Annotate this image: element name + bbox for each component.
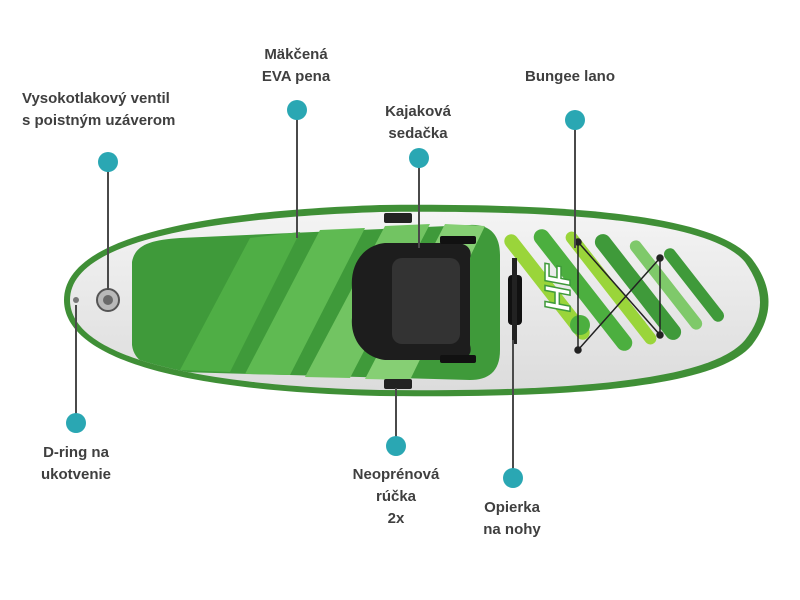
seat-callout-label: Kajaková sedačka xyxy=(372,101,464,145)
footrest-leader-line xyxy=(512,340,514,475)
d-ring-icon xyxy=(73,297,79,303)
brand-logo: HF xyxy=(536,262,579,312)
handle-strap-icon xyxy=(384,213,412,223)
handle-leader-line xyxy=(395,388,397,443)
dring-label-line2: ukotvenie xyxy=(40,466,112,483)
handle-label-line2: rúčka xyxy=(375,488,417,505)
svg-text:HF: HF xyxy=(537,263,578,312)
foam-leader-line xyxy=(296,118,298,238)
seat-label-line1: Kajaková xyxy=(385,103,451,120)
handle-callout-dot xyxy=(386,436,406,456)
dring-leader-line xyxy=(75,305,77,415)
foam-label-line2: EVA pena xyxy=(261,68,331,85)
handle-strap-icon xyxy=(384,379,412,389)
dring-callout-dot xyxy=(66,413,86,433)
footrest-callout-label: Opierka na nohy xyxy=(466,497,558,541)
seat-callout-dot xyxy=(409,148,429,168)
seat-leader-line xyxy=(418,166,420,248)
handle-label-line3: 2x xyxy=(387,510,405,527)
footrest-icon xyxy=(512,258,517,344)
dring-callout-label: D-ring na ukotvenie xyxy=(30,442,122,486)
valve-callout-dot xyxy=(98,152,118,172)
valve-label-line2: s poistným uzáverom xyxy=(22,112,176,129)
footrest-label-line2: na nohy xyxy=(483,521,541,538)
valve-icon xyxy=(96,288,120,312)
valve-leader-line xyxy=(107,170,109,290)
valve-label-line1: Vysokotlakový ventil xyxy=(22,90,170,107)
bungee-cord-icon xyxy=(574,238,664,354)
bungee-label-line1: Bungee lano xyxy=(525,68,616,85)
dring-label-line1: D-ring na xyxy=(43,444,109,461)
bungee-callout-label: Bungee lano xyxy=(525,66,615,88)
footrest-label-line1: Opierka xyxy=(484,499,540,516)
foam-label-line1: Mäkčená xyxy=(264,46,328,63)
kayak-seat-icon xyxy=(351,236,476,363)
bungee-leader-line xyxy=(574,128,576,248)
foam-callout-label: Mäkčená EVA pena xyxy=(250,44,342,88)
valve-callout-label: Vysokotlakový ventil s poistným uzáverom xyxy=(22,88,175,132)
seat-label-line2: sedačka xyxy=(388,125,448,142)
handle-callout-label: Neoprénová rúčka 2x xyxy=(336,464,456,530)
handle-label-line1: Neoprénová xyxy=(352,466,440,483)
footrest-callout-dot xyxy=(503,468,523,488)
bungee-callout-dot xyxy=(565,110,585,130)
foam-callout-dot xyxy=(287,100,307,120)
